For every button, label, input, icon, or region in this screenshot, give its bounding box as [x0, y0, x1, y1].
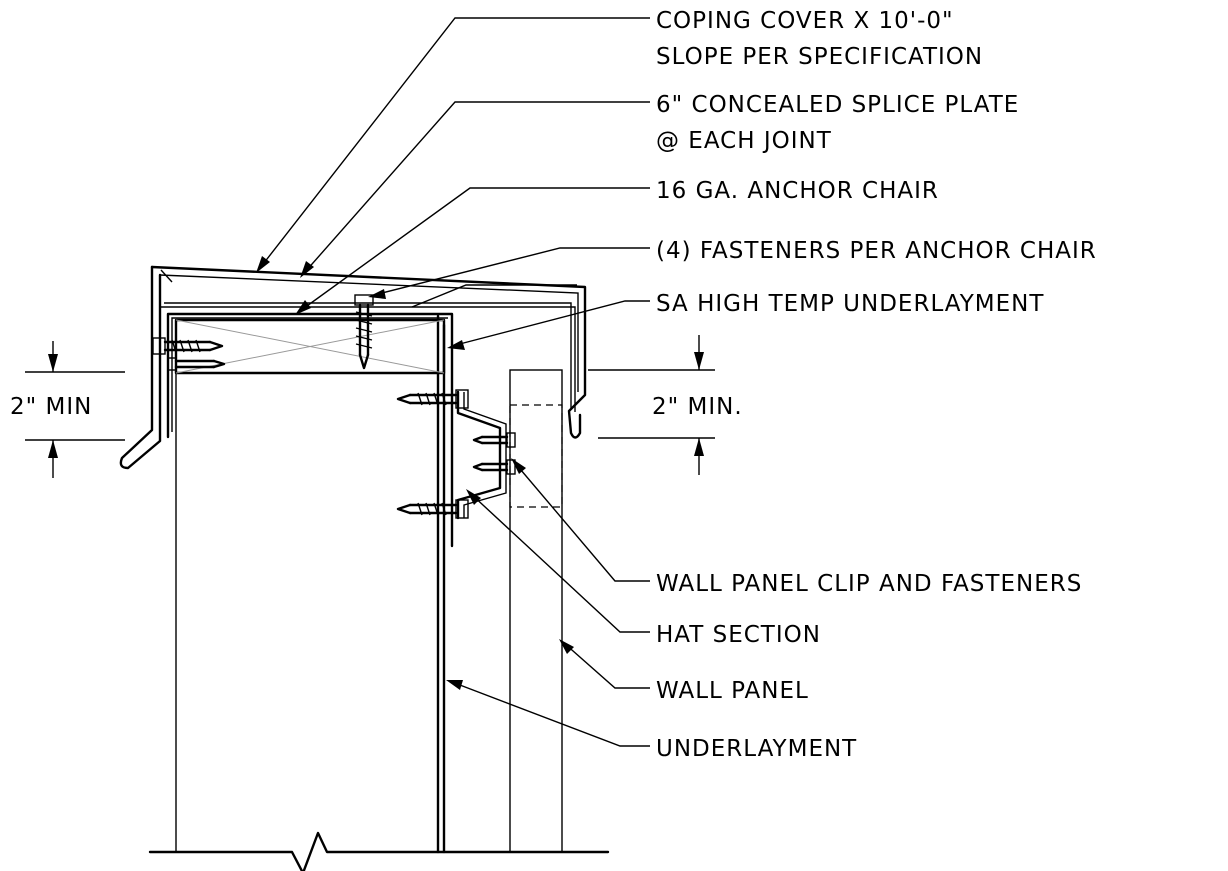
- dim-left-arrow-bottom: [48, 440, 58, 458]
- hat-screw-upper-icon: [396, 389, 469, 409]
- hat-section-profile: [456, 390, 502, 520]
- leader-hat: [469, 492, 650, 633]
- leader-splice: [304, 101, 650, 273]
- label-anchor-chair: 16 GA. ANCHOR CHAIR: [656, 178, 939, 204]
- left-screw-lower-icon: [167, 357, 226, 371]
- anchor-chair: [166, 312, 454, 548]
- label-coping-line1: COPING COVER X 10'-0": [656, 8, 954, 34]
- leader-sa: [451, 300, 650, 347]
- leader-clip: [514, 462, 650, 582]
- panel-clip-zone: [509, 404, 563, 508]
- left-screw-upper-icon: [152, 337, 224, 355]
- dim-right-arrow-top: [694, 352, 704, 370]
- leader-fasteners: [373, 247, 650, 296]
- fasteners: [152, 294, 516, 519]
- dimension-right: 2" MIN.: [588, 335, 743, 475]
- clip-screw-upper-icon: [472, 432, 516, 448]
- leader-wall-panel: [563, 642, 650, 689]
- top-screw-icon: [354, 294, 374, 370]
- splice-plate-inner: [164, 302, 572, 408]
- leader-anchor: [299, 187, 650, 312]
- coping-hem: [160, 269, 173, 283]
- coping-left-leg: [119, 265, 162, 470]
- hat-screw-lower-icon: [396, 499, 469, 519]
- label-fasteners: (4) FASTENERS PER ANCHOR CHAIR: [656, 238, 1097, 264]
- break-line: [148, 831, 610, 871]
- splice-plate-outline: [160, 306, 576, 412]
- blocking-box: [174, 318, 446, 375]
- label-splice-line2: @ EACH JOINT: [656, 128, 832, 154]
- coping-inner: [159, 274, 579, 392]
- label-wall-panel: WALL PANEL: [656, 678, 809, 704]
- label-sa-underlayment: SA HIGH TEMP UNDERLAYMENT: [656, 291, 1044, 317]
- dim-right-label: 2" MIN.: [652, 394, 743, 420]
- wall-structure: [148, 314, 610, 871]
- label-hat-section: HAT SECTION: [656, 622, 821, 648]
- wall-panel: [509, 369, 563, 853]
- label-coping-line2: SLOPE PER SPECIFICATION: [656, 44, 983, 70]
- dim-right-arrow-bottom: [694, 438, 704, 456]
- anchor-chair-outline: [166, 312, 454, 548]
- coping-cover: [119, 265, 587, 470]
- clip-screw-lower-icon: [472, 459, 516, 475]
- anchor-chair-inner: [171, 317, 448, 432]
- dim-left-label: 2" MIN: [10, 394, 92, 420]
- leaders: [256, 17, 650, 747]
- coping-outer: [150, 265, 587, 439]
- label-wall-panel-clip: WALL PANEL CLIP AND FASTENERS: [656, 571, 1082, 597]
- label-splice-line1: 6" CONCEALED SPLICE PLATE: [656, 92, 1019, 118]
- hat-section: [456, 390, 507, 520]
- label-underlayment: UNDERLAYMENT: [656, 736, 857, 762]
- dimension-left: 2" MIN: [10, 341, 125, 478]
- leader-coping: [259, 17, 650, 269]
- callout-labels: COPING COVER X 10'-0" SLOPE PER SPECIFIC…: [656, 8, 1097, 762]
- leader-underlayment: [451, 681, 650, 747]
- hat-section-inner: [463, 392, 507, 518]
- wood-blocking: [174, 318, 446, 375]
- dim-left-arrow-top: [48, 354, 58, 372]
